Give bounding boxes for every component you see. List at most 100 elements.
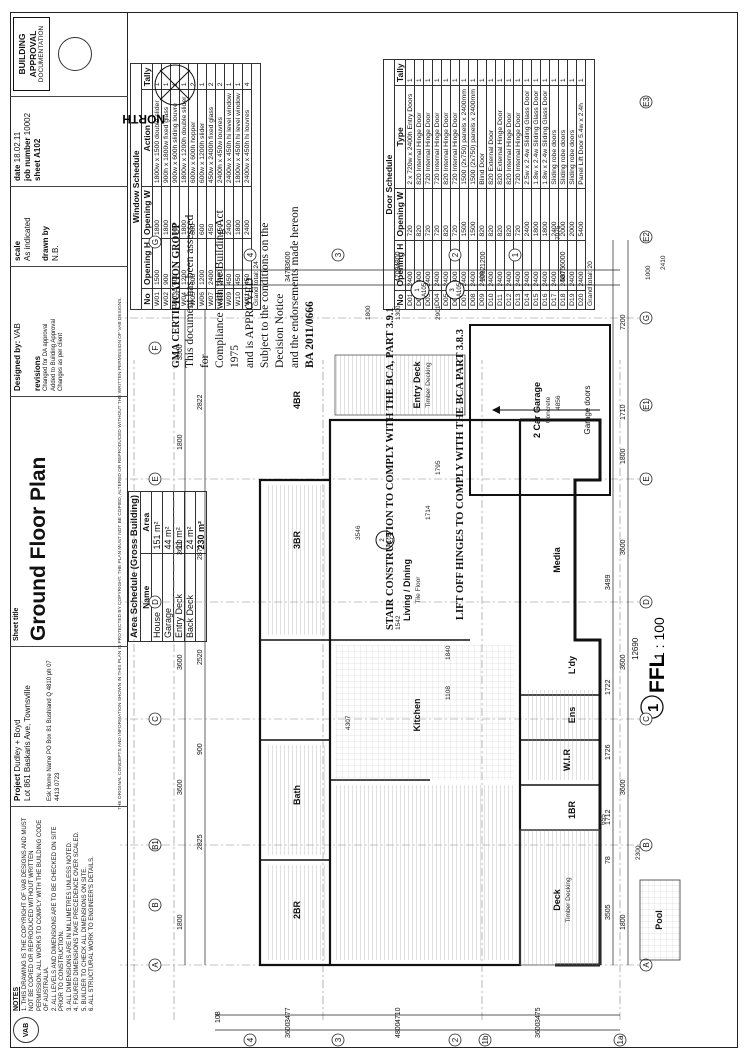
dimension-label: 3500	[177, 344, 184, 360]
room-fill	[334, 354, 466, 416]
svg-text:A: A	[151, 962, 160, 968]
room-fill	[335, 645, 515, 780]
dimension-label: 1000	[645, 265, 652, 280]
grid-bubble: E1	[639, 398, 653, 412]
dimension-label: 1714	[425, 505, 432, 520]
stair-note: STAIR CONSTRUCTION TO COMPLY WITH THE BC…	[385, 307, 396, 630]
dimension-label: 4800	[395, 251, 402, 267]
dimension-label: 5875	[560, 266, 567, 282]
dimension-label: 2410	[660, 255, 667, 270]
dimension-label: 1795	[435, 460, 442, 475]
svg-text:B: B	[642, 842, 651, 847]
grid-bubble: F	[148, 341, 162, 355]
view-number: 1	[645, 704, 662, 712]
dimension-label: 1092	[480, 266, 487, 282]
dimension-label: 4307	[345, 715, 352, 730]
svg-text:2: 2	[451, 252, 460, 257]
svg-text:E1: E1	[642, 400, 651, 410]
room-fill	[265, 485, 325, 635]
dimension-label: 3546	[355, 525, 362, 540]
svg-text:E3: E3	[642, 97, 651, 107]
dimension-chain-top: 1800 3600 3600 3600 1800 1710 7200 12690…	[605, 240, 640, 965]
dimension-label: 3499	[605, 574, 612, 590]
room-label: 2BR	[292, 901, 302, 920]
dimension-label: 1800	[365, 305, 372, 320]
dimension-label: 1710	[620, 404, 627, 420]
svg-text:A: A	[642, 962, 651, 968]
dimension-label: 2822	[197, 394, 204, 410]
dimension-label: 3475	[535, 1007, 542, 1023]
svg-text:A105: A105	[457, 282, 463, 297]
dimension-label: 4856	[555, 395, 562, 410]
dimension-label: 7200	[620, 314, 627, 330]
view-title: 1 FFL 1 : 100	[640, 617, 669, 719]
dimension-label: 3600	[177, 539, 184, 555]
svg-text:2: 2	[451, 1037, 460, 1042]
dimension-chain-bottom: 1800 3600 3600 3600 1800 3500 2825 900 2…	[177, 310, 206, 965]
dimension-label: 2825	[197, 834, 204, 850]
dimension-label: 3478	[285, 266, 292, 282]
hinge-note: LIFT OFF HINGES TO COMPLY WITH THE BCA P…	[455, 329, 466, 620]
grid-bubble: 1a	[613, 1033, 627, 1047]
grid-bubble: E3	[639, 95, 653, 109]
room-note: Timber Decking	[425, 362, 432, 408]
view-scale: 1 : 100	[651, 617, 667, 660]
grid-bubble: G	[639, 311, 653, 325]
dimension-label: 1800	[177, 914, 184, 930]
svg-text:F: F	[151, 345, 160, 350]
room-label: Kitchen	[412, 698, 422, 731]
dimension-label: 2520	[197, 649, 204, 665]
room-label: 1BR	[567, 801, 577, 820]
dimension-label: 3600	[535, 1022, 542, 1038]
grid-bubble: 2	[448, 1033, 462, 1047]
svg-text:2: 2	[380, 538, 386, 542]
svg-text:3: 3	[334, 252, 343, 257]
grid-bubble: 3	[331, 248, 345, 262]
dimension-label: 108	[215, 1011, 222, 1023]
dimension-label: 2871	[197, 544, 204, 560]
dimension-label: 1300	[395, 305, 402, 320]
grid-bubble: D	[639, 595, 653, 609]
dimension-label: 1542	[395, 615, 402, 630]
room-label: Pool	[654, 910, 664, 930]
svg-text:B: B	[151, 902, 160, 907]
garage-arrow	[492, 406, 600, 414]
north-arrow: NORTH	[122, 64, 196, 126]
room-fill	[335, 785, 515, 960]
room-note: Tile Floor	[415, 576, 422, 604]
grid-bubble: E	[639, 472, 653, 486]
svg-text:1: 1	[511, 252, 520, 257]
grid-bubble: D	[148, 595, 162, 609]
dimension-label: 3600	[285, 251, 292, 267]
dimension-label: 3600	[285, 1022, 292, 1038]
dimension-label: 3600	[177, 779, 184, 795]
grid-bubble: G	[148, 235, 162, 249]
pool	[639, 879, 681, 961]
svg-text:G: G	[642, 315, 651, 321]
svg-text:D: D	[642, 599, 651, 605]
dimension-label: 4800	[395, 1022, 402, 1038]
svg-text:D: D	[151, 599, 160, 605]
dimension-label: 1800	[620, 448, 627, 464]
room-label: Entry Deck	[412, 360, 422, 408]
svg-text:3: 3	[334, 1037, 343, 1042]
room-fill	[265, 865, 325, 960]
dimension-label: 4710	[395, 1007, 402, 1023]
dimension-label: 1800	[177, 434, 184, 450]
svg-text:G: G	[151, 239, 160, 245]
grid-bubble: 4	[243, 248, 257, 262]
svg-text:3: 3	[450, 288, 456, 292]
grid-bubble: B	[639, 838, 653, 852]
dimension-label: 4709	[395, 266, 402, 282]
svg-text:1: 1	[415, 288, 421, 292]
dimension-label: 6000	[560, 251, 567, 267]
dimension-label: 2901	[435, 305, 442, 320]
dimension-chain-right: 3478 4709 1092 5875 3600 4800 1200 6000	[215, 251, 620, 286]
svg-text:4: 4	[246, 1037, 255, 1042]
